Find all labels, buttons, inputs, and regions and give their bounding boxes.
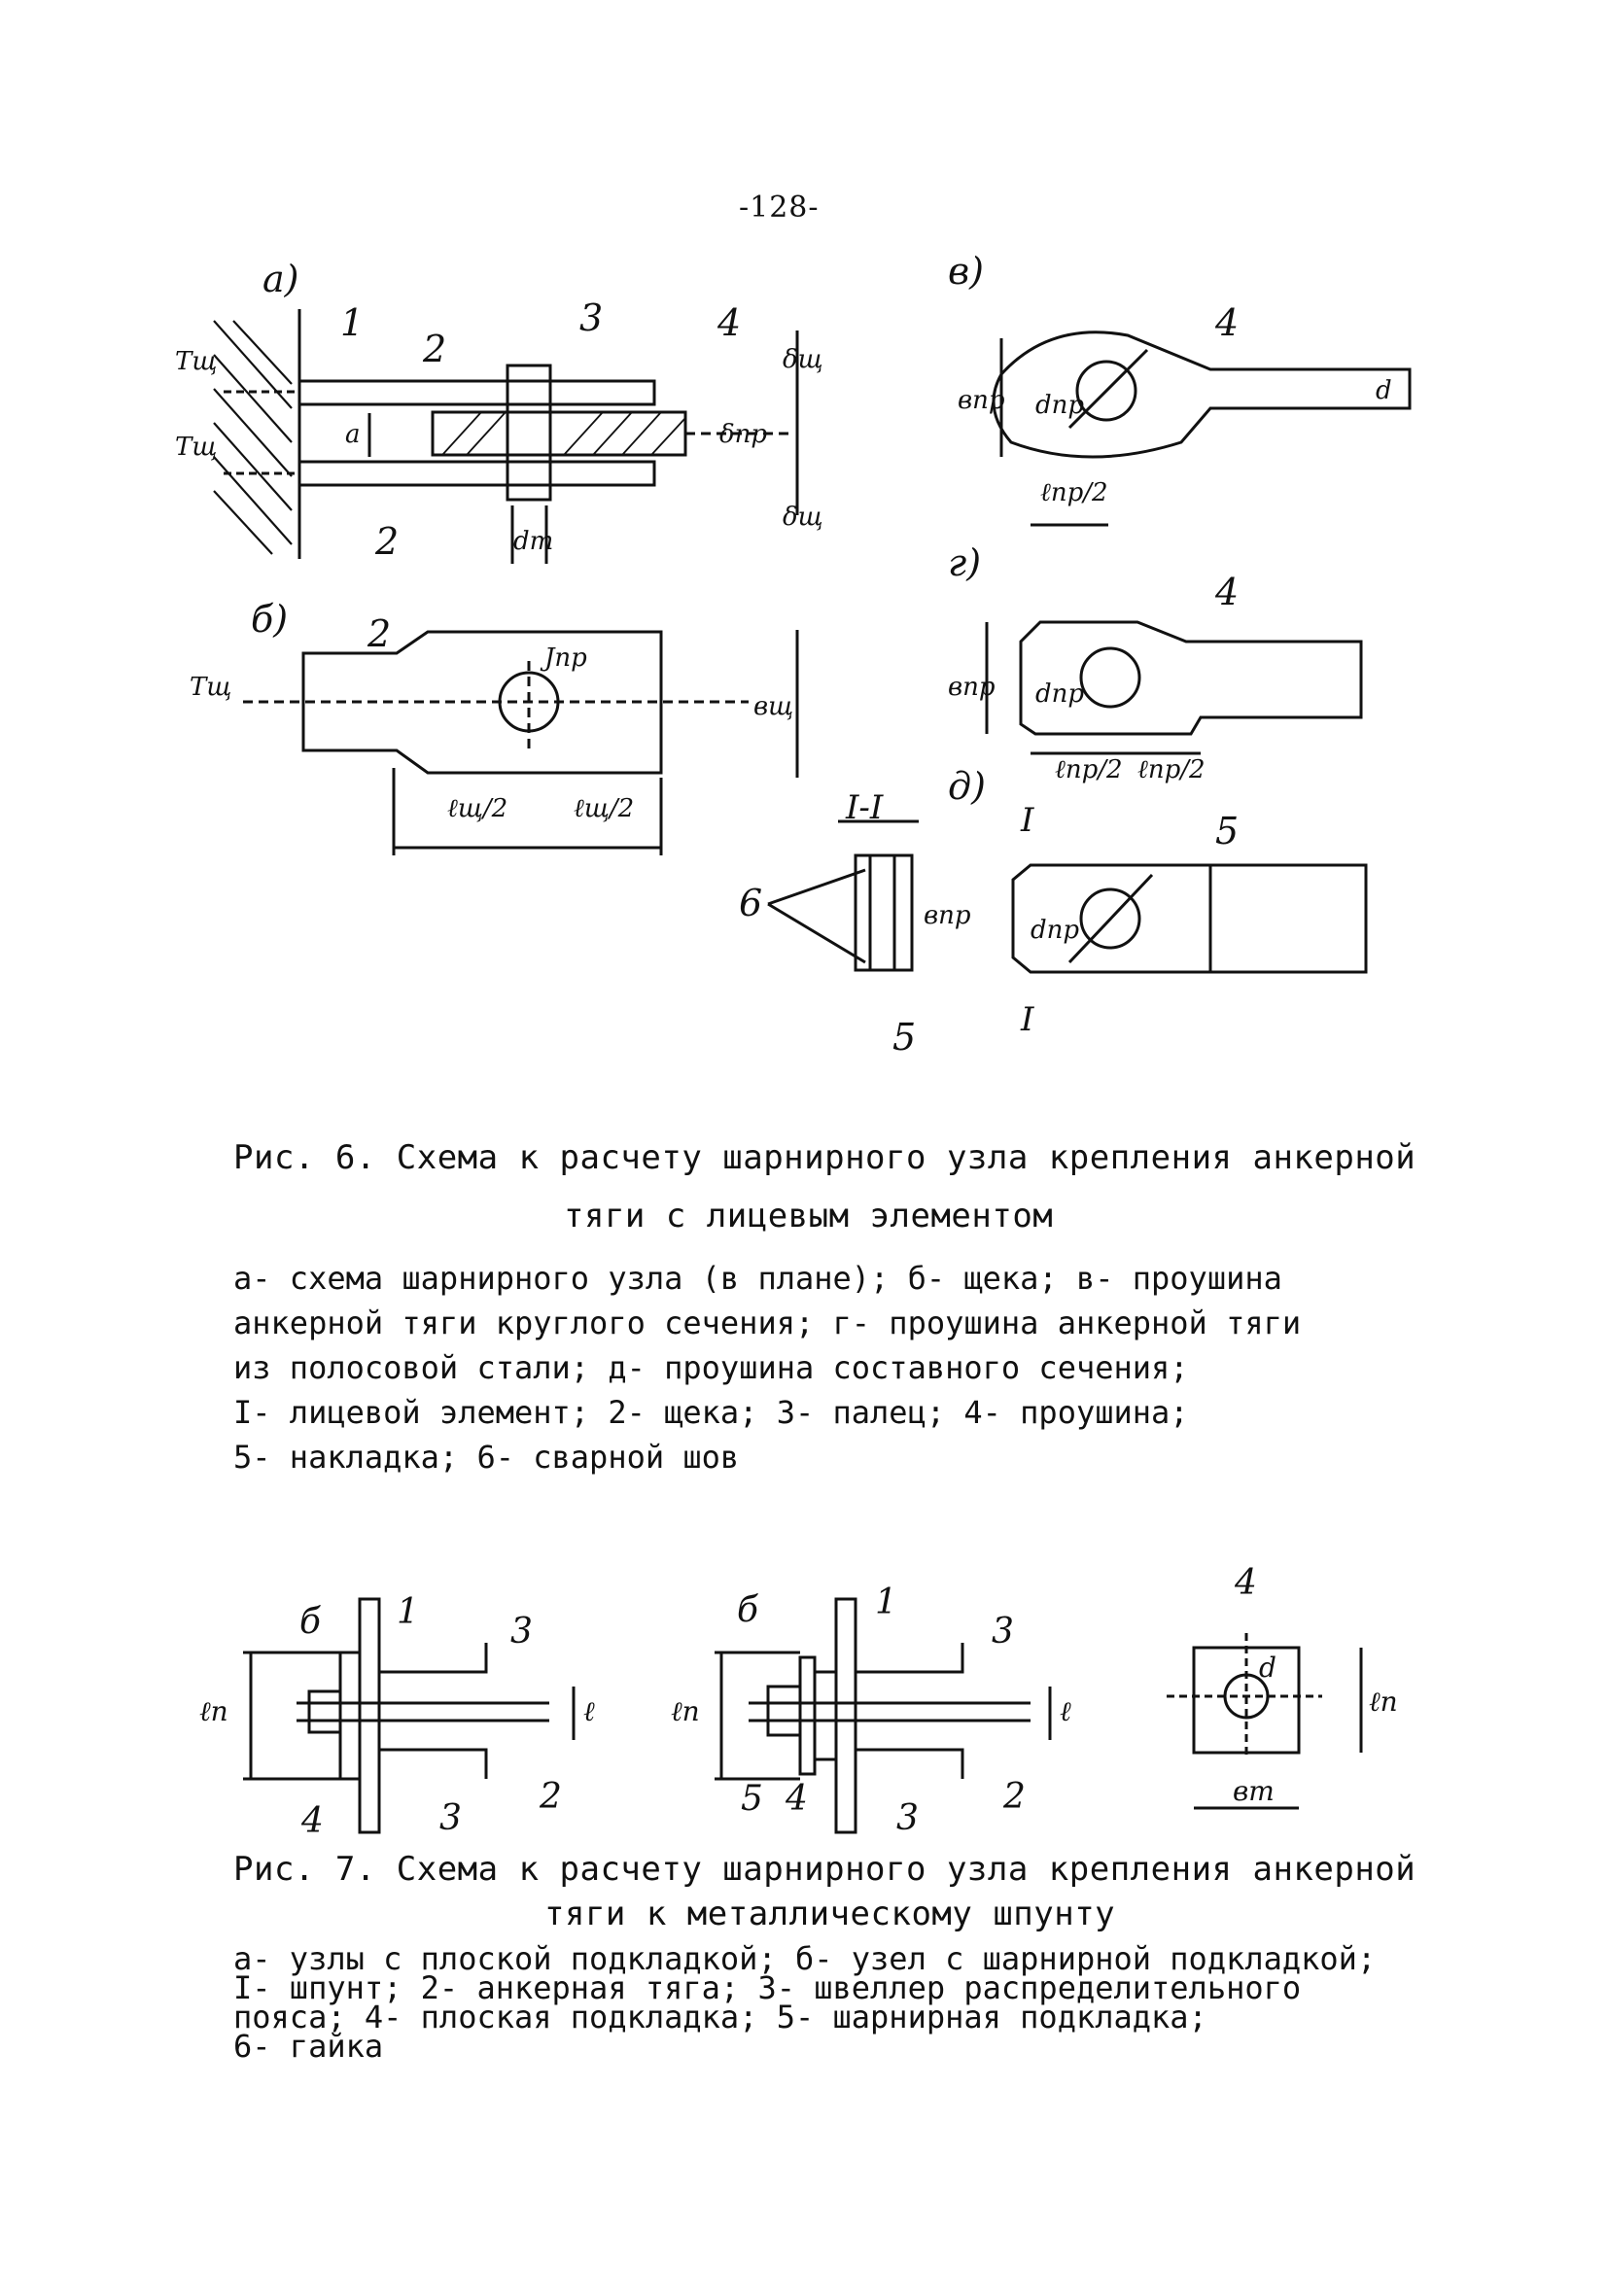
f7-callout-6b: б	[737, 1590, 759, 1630]
figure-7-caption-line-1: Рис. 7. Схема к расчету шарнирного узла …	[233, 1850, 1416, 1889]
dim-l-sh-half-right: ℓщ/2	[574, 794, 634, 823]
section-title: I-I	[845, 788, 884, 827]
dim-l-sh-half-left: ℓщ/2	[447, 794, 507, 823]
f7-callout-4-washer: 4	[1234, 1563, 1257, 1603]
f7-callout-2b: 2	[1002, 1777, 1026, 1817]
dim-d-v: d	[1376, 376, 1392, 405]
dim-b-pr-section: впр	[924, 901, 971, 930]
dim-j-pr: Jпр	[540, 644, 587, 673]
callout-4-g: 4	[1214, 571, 1239, 613]
f7-callout-4a: 4	[300, 1801, 324, 1841]
figure-7-drawing: 1 3 б 2 3 4 1 3 б 2 3 5 4 4 ℓп ℓ ℓп ℓ d …	[199, 1563, 1398, 1841]
legend-7-line: а- узлы с плоской подкладкой; б- узел с …	[233, 1940, 1377, 1977]
f7-callout-1b: 1	[875, 1583, 897, 1622]
f7-callout-3b-bottom: 3	[896, 1798, 919, 1838]
legend-7-line: пояса; 4- плоская подкладка; 5- шарнирна…	[233, 1999, 1207, 2035]
legend-7-line: 6- гайка	[233, 2028, 384, 2065]
figure-6-caption-line-2: тяги с лицевым элементом	[564, 1197, 1054, 1235]
f7-dim-lp-b: ℓп	[671, 1695, 700, 1727]
f7-callout-5b: 5	[741, 1779, 763, 1819]
dim-l-pr-half-v: ℓпр/2	[1040, 478, 1108, 507]
label-panel-v: в)	[948, 250, 984, 293]
section-mark-bottom: I	[1020, 1000, 1034, 1039]
callout-5-d: 5	[1215, 810, 1239, 852]
label-panel-b: б)	[251, 598, 288, 641]
dim-delta-pr: δпр	[719, 420, 767, 449]
dim-b-pr-g: впр	[948, 673, 996, 702]
figure-7-caption-line-2: тяги к металлическому шпунту	[544, 1895, 1116, 1933]
dim-d-t: dт	[513, 527, 553, 556]
f7-dim-lp-washer: ℓп	[1369, 1686, 1398, 1718]
dim-delta-sh-bottom: δщ	[783, 503, 823, 532]
figure-6-drawing: a) б) в) г) д) 1 2 3 4 2 2 4 4 5 6 5 Tщ …	[175, 250, 1412, 1059]
label-panel-d: д)	[948, 765, 986, 808]
label-panel-a: a)	[262, 258, 298, 300]
figure-6-legend: а- схема шарнирного узла (в плане); б- щ…	[233, 1256, 1301, 1479]
dim-l-pr-half-g2: ℓпр/2	[1137, 755, 1206, 784]
figure-6-caption-line-1: Рис. 6. Схема к расчету шарнирного узла …	[233, 1138, 1416, 1177]
dim-delta-sh-top: δщ	[783, 345, 823, 374]
callout-5-section: 5	[892, 1016, 916, 1059]
f7-callout-3b-top: 3	[992, 1612, 1014, 1652]
legend-6-line: I- лицевой элемент; 2- щека; 3- палец; 4…	[233, 1394, 1189, 1431]
dim-t-sh-top: Tщ	[175, 347, 217, 376]
figure-7-legend: а- узлы с плоской подкладкой; б- узел с …	[233, 1940, 1377, 2065]
dim-d-pr-d: dпр	[1031, 916, 1079, 945]
dim-d-pr-v: dпр	[1035, 391, 1084, 420]
f7-dim-d: d	[1259, 1652, 1276, 1684]
f7-dim-lp-a: ℓп	[199, 1695, 228, 1727]
dim-d-pr-g: dпр	[1035, 679, 1084, 709]
page-number: -128-	[739, 191, 820, 225]
legend-6-line: из полосовой стали; д- проушина составно…	[233, 1349, 1189, 1386]
f7-callout-1a: 1	[397, 1592, 419, 1632]
legend-7-line: I- шпунт; 2- анкерная тяга; 3- швеллер р…	[233, 1969, 1302, 2006]
callout-2-top: 2	[422, 328, 446, 370]
legend-6-line: а- схема шарнирного узла (в плане); б- щ…	[233, 1260, 1282, 1297]
dim-t-sh-bottom: Tщ	[175, 433, 217, 462]
callout-1: 1	[340, 301, 364, 344]
callout-6: 6	[739, 882, 762, 924]
callout-4-v: 4	[1214, 301, 1239, 344]
f7-callout-4b: 4	[785, 1779, 808, 1819]
f7-dim-l-a: ℓ	[583, 1695, 595, 1727]
label-panel-g: г)	[948, 541, 981, 584]
f7-callout-6a: б	[299, 1602, 322, 1642]
callout-4: 4	[717, 301, 741, 344]
f7-dim-bt: вт	[1233, 1775, 1275, 1807]
legend-6-line: 5- накладка; 6- сварной шов	[233, 1439, 740, 1476]
legend-6-line: анкерной тяги круглого сечения; г- проуш…	[233, 1305, 1302, 1341]
dim-a: a	[345, 420, 361, 449]
section-mark-top: I	[1020, 801, 1034, 840]
f7-callout-2a: 2	[539, 1777, 562, 1817]
callout-2-cheek: 2	[367, 612, 391, 655]
f7-callout-3a-top: 3	[510, 1612, 533, 1652]
dim-t-sh-b: Tщ	[190, 673, 231, 702]
dim-b-sh: вщ	[753, 692, 793, 721]
callout-3: 3	[579, 296, 603, 339]
dim-l-pr-half-g1: ℓпр/2	[1055, 755, 1123, 784]
dim-b-pr-v: впр	[958, 386, 1005, 415]
f7-dim-l-b: ℓ	[1060, 1695, 1071, 1727]
callout-2-bottom: 2	[374, 520, 399, 563]
f7-callout-3a-bottom: 3	[439, 1798, 462, 1838]
